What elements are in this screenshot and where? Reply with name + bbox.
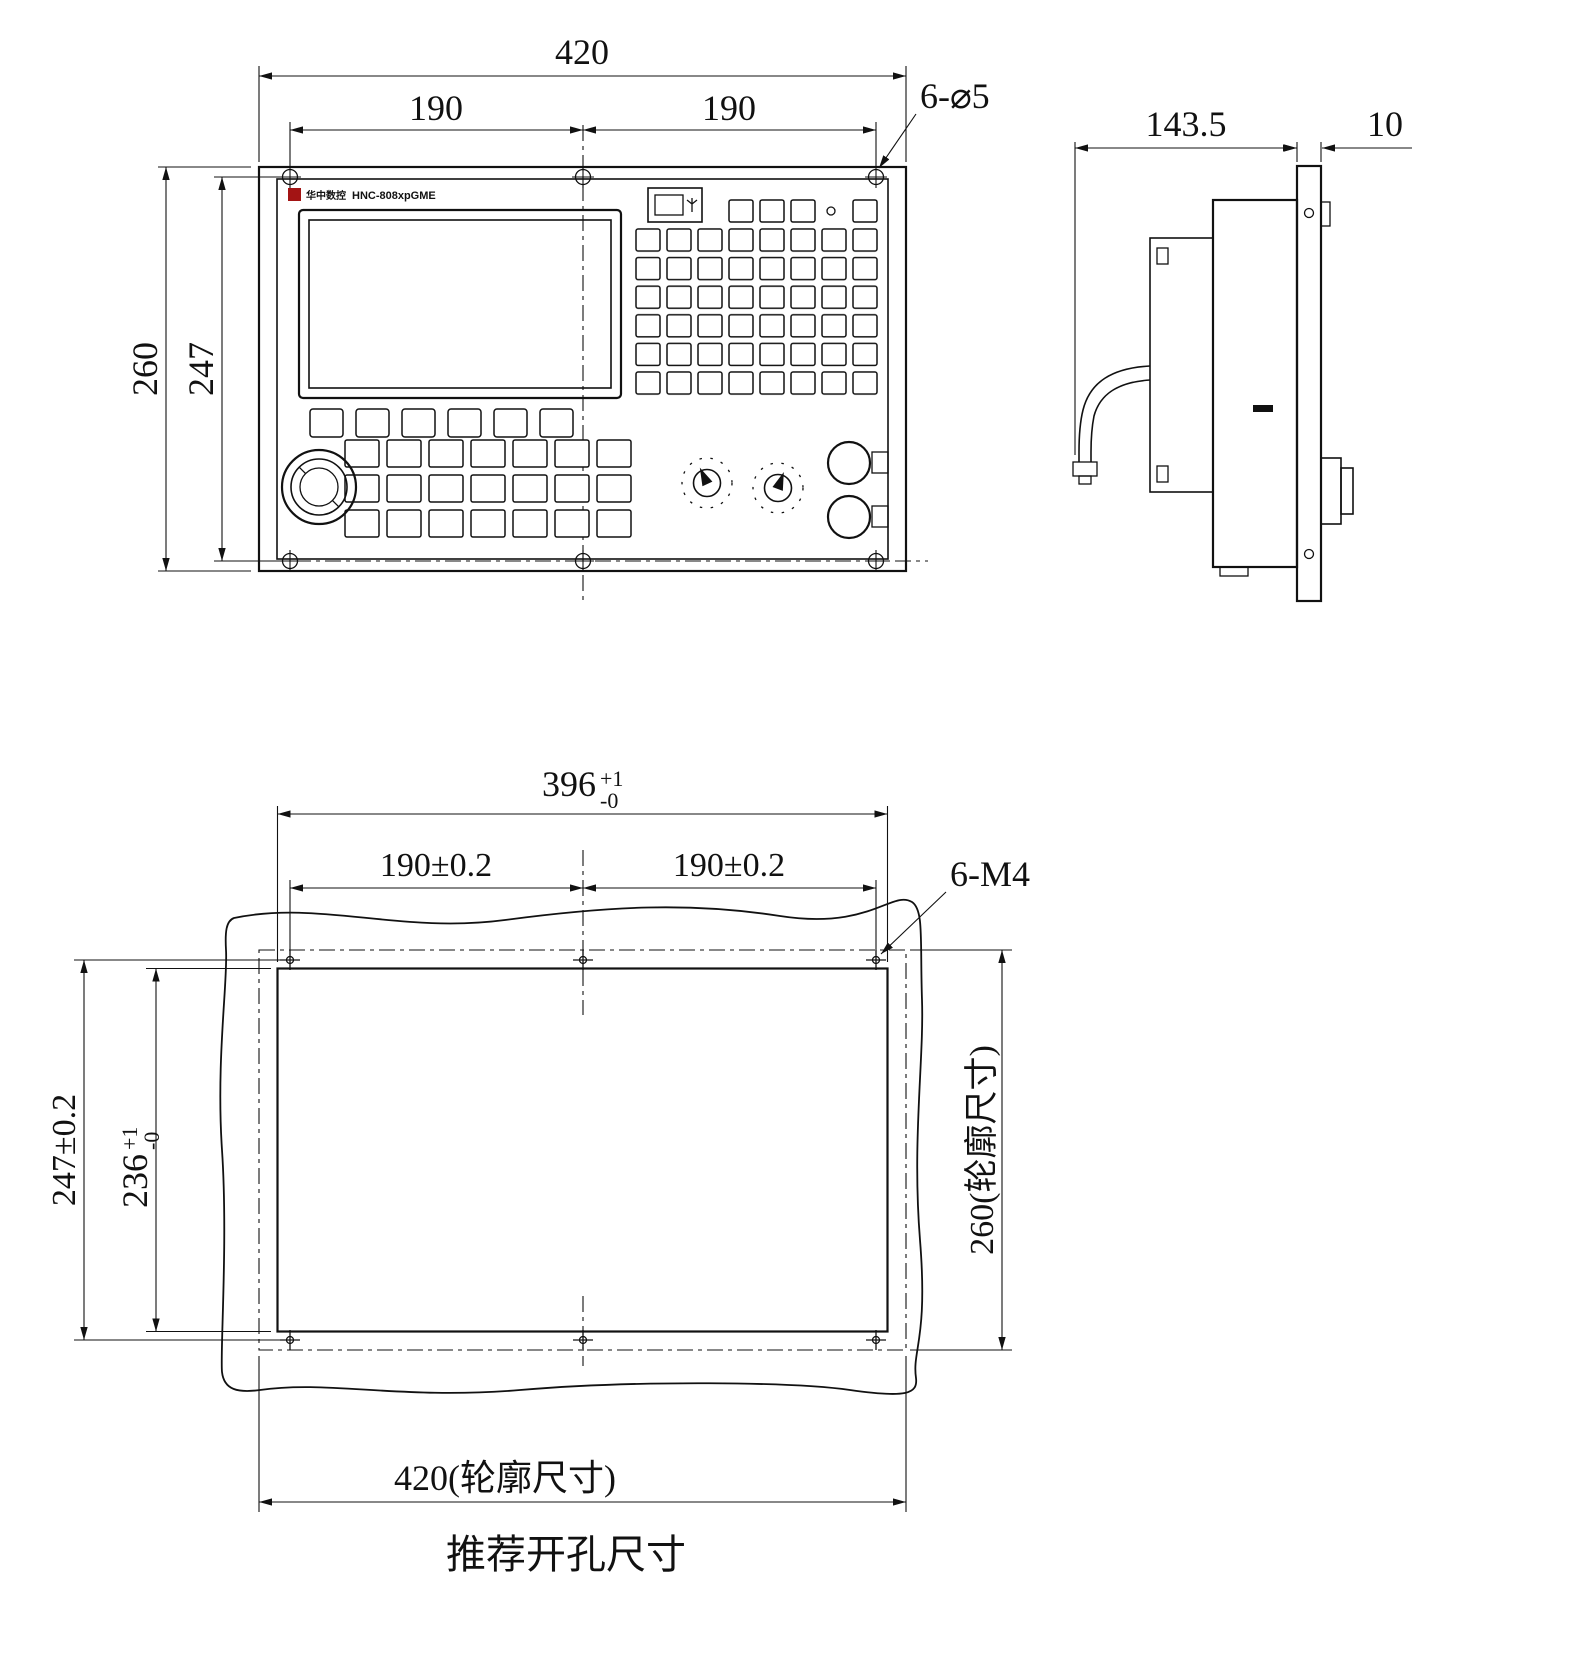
key [728, 199, 754, 223]
dim-tolerance-plus: +1 [117, 1127, 142, 1150]
key [759, 199, 785, 223]
cutout-rect [276, 967, 889, 1333]
screen-frame [297, 208, 623, 400]
screw-icon [864, 549, 888, 573]
dim-mount-holes-note: 6-⌀5 [878, 76, 990, 169]
usb-cover-side [1320, 201, 1331, 227]
dim-label: 143.5 [1146, 104, 1227, 144]
emergency-stop-button [280, 448, 358, 526]
dim-hole-spans: 190±0.2 190±0.2 [289, 847, 877, 950]
dim-total-height: 260 [125, 166, 251, 572]
screw-icon [864, 165, 888, 189]
dim-cutout-width: 396 +1 -0 [276, 764, 889, 962]
screw-icon [571, 549, 595, 573]
key [790, 199, 816, 223]
button-label-plate [871, 451, 889, 474]
chassis-side [1211, 198, 1299, 569]
cutout-view: 396 +1 -0 190±0.2 190±0.2 6-M4 247±0.2 [46, 764, 1030, 1577]
cable-plug-tip [1078, 475, 1092, 485]
knob-pointer-icon [772, 472, 784, 491]
knob-pointer-icon [699, 467, 713, 487]
brand-text: 华中数控 [306, 189, 346, 202]
dim-label: 420(轮廓尺寸) [394, 1458, 616, 1498]
mount-hole-icon [865, 1329, 887, 1351]
feed-override-knob [681, 457, 733, 509]
screw-icon [278, 549, 302, 573]
cycle-start-button [826, 440, 872, 486]
panel-plate-side [1295, 164, 1323, 603]
dim-front-thickness: 10 [1262, 104, 1412, 162]
dim-label: 6-⌀5 [920, 76, 990, 116]
dim-label: 190 [702, 88, 756, 128]
dim-label: 236 [115, 1154, 155, 1208]
screen-display [308, 219, 612, 389]
power-led-icon [826, 206, 836, 216]
feed-hold-button [826, 494, 872, 540]
dim-hole-span-height: 247±0.2 [46, 959, 282, 1341]
usb-port [647, 187, 703, 223]
button-label-plate [871, 505, 889, 528]
dim-label: 190 [409, 88, 463, 128]
mount-hole-icon [572, 949, 594, 971]
dim-hole-spans: 190 190 [289, 88, 877, 168]
sheet-outline [219, 898, 924, 1395]
dim-label: 247 [181, 342, 221, 396]
keypad-grid [634, 227, 879, 397]
dim-label: 396 [542, 764, 596, 804]
dim-cutout-height: 236 +1 -0 [115, 967, 271, 1333]
dim-label: 10 [1367, 104, 1403, 144]
mount-hole-icon [279, 1329, 301, 1351]
dim-label: 190±0.2 [673, 847, 785, 884]
dim-label: 260 [125, 342, 165, 396]
dim-label: 420 [555, 32, 609, 72]
dim-tolerance-plus: +1 [600, 766, 623, 791]
screw-icon [571, 165, 595, 189]
dim-label: 260(轮廓尺寸) [963, 1045, 1001, 1255]
machine-key-block [343, 438, 633, 539]
cable-plug [1072, 461, 1098, 477]
dim-label: 247±0.2 [46, 1094, 83, 1206]
screw-icon [278, 165, 302, 189]
dim-total-width: 420 [258, 32, 907, 162]
dim-label: 190±0.2 [380, 847, 492, 884]
plate-screw-icon [1303, 207, 1315, 219]
dim-tolerance-minus: -0 [600, 788, 618, 813]
brand-logo-icon [288, 188, 301, 201]
mounting-bracket [1149, 237, 1214, 493]
mount-hole-icon [279, 949, 301, 971]
mount-hole-icon [865, 949, 887, 971]
usb-icon [686, 198, 698, 212]
model-text: HNC-808xpGME [352, 190, 436, 202]
chassis-latch [1253, 405, 1273, 412]
dim-outline-height: 260(轮廓尺寸) [910, 949, 1012, 1351]
cable [1072, 365, 1151, 485]
dim-hole-span-height: 247 [181, 176, 282, 562]
knob-side-profile [1320, 457, 1354, 525]
leader-line [880, 891, 947, 955]
dim-depth: 143.5 [1074, 104, 1298, 455]
dim-outline-width: 420(轮廓尺寸) [258, 1356, 907, 1512]
plate-screw-icon [1303, 548, 1315, 560]
bottom-connector [1219, 566, 1249, 577]
leader-line [878, 113, 917, 169]
dim-tolerance-minus: -0 [139, 1132, 164, 1150]
mount-hole-icon [572, 1329, 594, 1351]
dim-mount-holes-note: 6-M4 [880, 854, 1030, 955]
key [852, 199, 878, 223]
function-key-row [309, 408, 574, 438]
front-view: 华中数控 HNC-808xpGME [125, 32, 990, 600]
caption: 推荐开孔尺寸 [446, 1532, 686, 1577]
dim-label: 6-M4 [950, 854, 1030, 894]
spindle-override-knob [752, 462, 804, 514]
side-view: 143.5 10 [1072, 104, 1412, 603]
